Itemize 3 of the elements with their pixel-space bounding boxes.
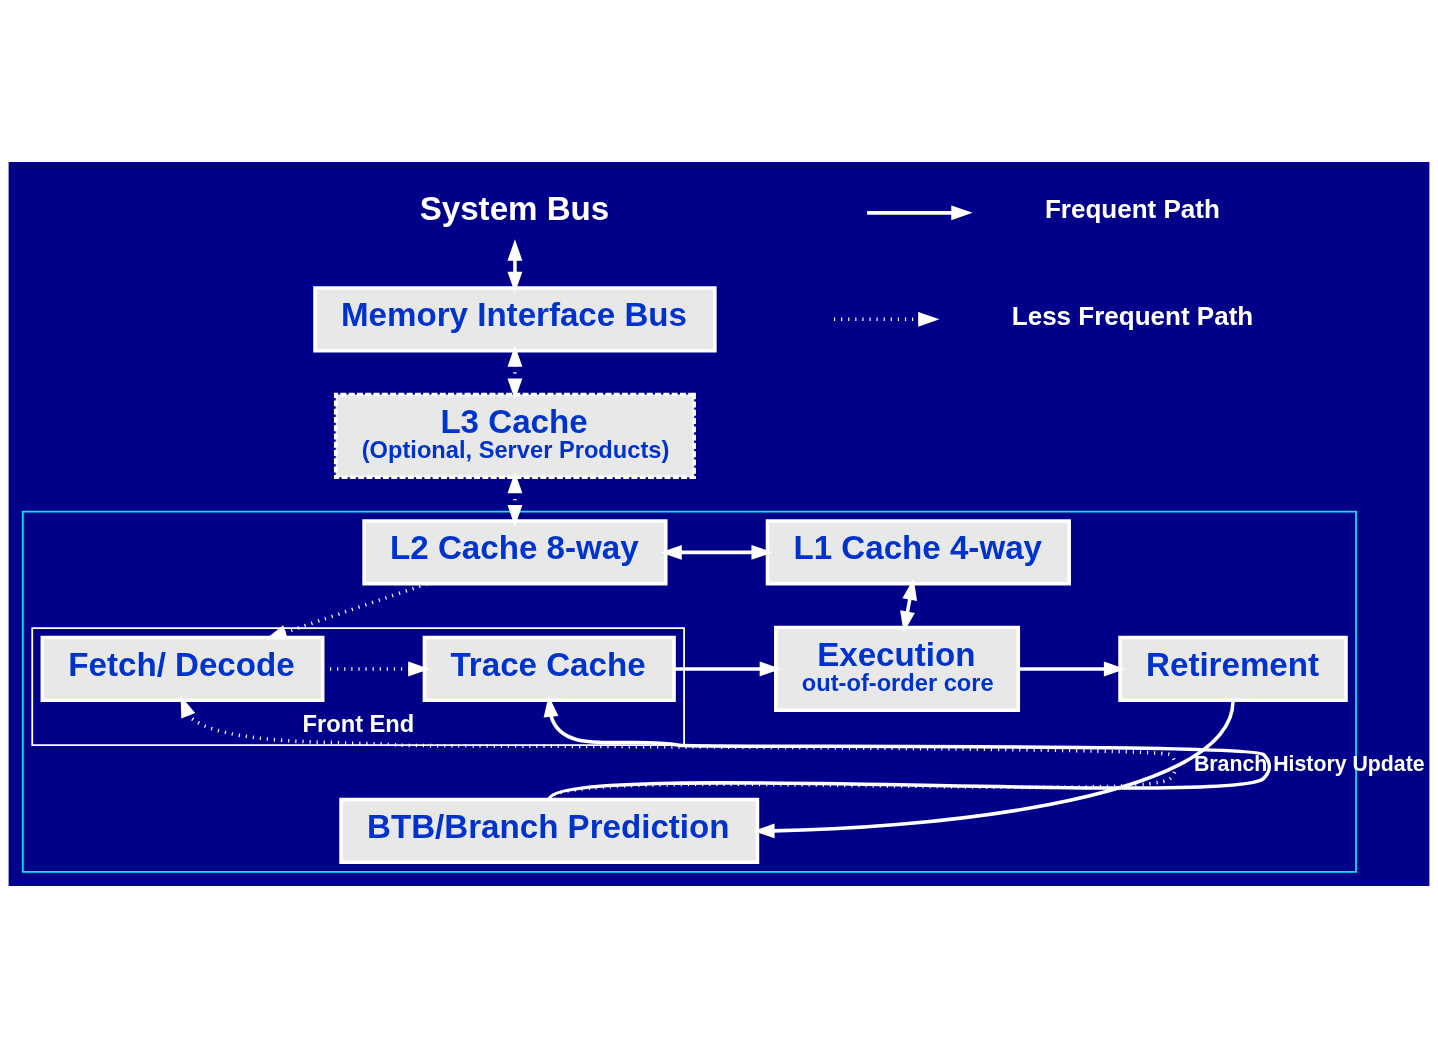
legend-label: Frequent Path (1044, 193, 1220, 224)
node-text: System Bus (419, 189, 610, 227)
legend-label: Less Frequent Path (1011, 300, 1254, 331)
